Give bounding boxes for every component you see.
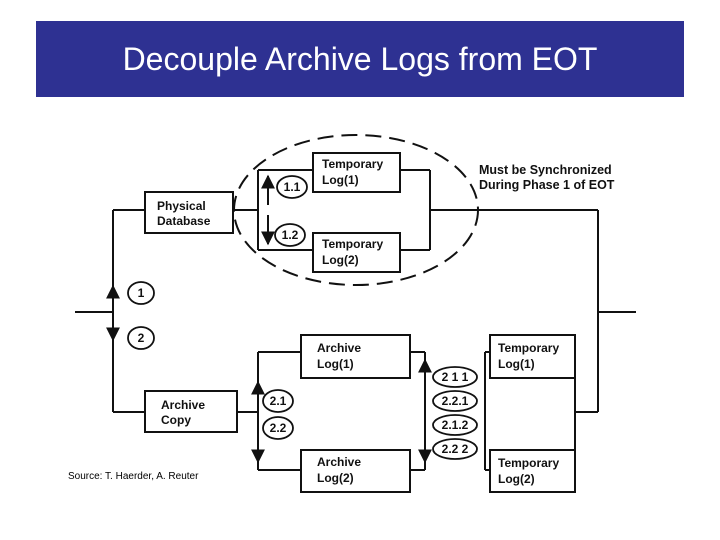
temp-log-1-right-label-line1: Temporary bbox=[498, 341, 559, 355]
step-circle-1 bbox=[127, 281, 155, 305]
temp-log-1-top-label-line2: Log(1) bbox=[322, 173, 359, 187]
temp-log-2-right-label-line1: Temporary bbox=[498, 456, 559, 470]
step-circle-2 bbox=[127, 326, 155, 350]
step-label-2-1: 2.1 bbox=[270, 394, 287, 408]
sync-note-line2: During Phase 1 of EOT bbox=[479, 178, 615, 192]
step-circle-2-1 bbox=[262, 389, 294, 413]
archive-log-2-label-line1: Archive bbox=[317, 455, 361, 469]
archive-log-2-box bbox=[300, 449, 411, 493]
temp-log-2-top-label-line2: Log(2) bbox=[322, 253, 359, 267]
physical-database-box bbox=[144, 191, 234, 234]
step-circle-2-2-2 bbox=[432, 438, 478, 460]
step-label-2-2: 2.2 bbox=[270, 421, 287, 435]
step-label-2-1-2: 2.1.2 bbox=[442, 418, 469, 432]
temp-log-2-top-box bbox=[312, 232, 401, 273]
archive-copy-box bbox=[144, 390, 238, 433]
physical-database-label-line2: Database bbox=[157, 214, 211, 228]
sync-note-line1: Must be Synchronized bbox=[479, 163, 612, 177]
step-circle-2-1-2 bbox=[432, 414, 478, 436]
slide-title: Decouple Archive Logs from EOT bbox=[122, 40, 598, 77]
title-bar: Decouple Archive Logs from EOT bbox=[36, 21, 684, 97]
step-circle-2-2-1 bbox=[432, 390, 478, 412]
step-label-1-1: 1.1 bbox=[284, 180, 301, 194]
temp-log-2-top-label-line1: Temporary bbox=[322, 237, 383, 251]
step-label-2-1-1: 2 1 1 bbox=[442, 370, 469, 384]
archive-log-1-label-line2: Log(1) bbox=[317, 357, 354, 371]
temp-log-1-right-box bbox=[489, 334, 576, 379]
temp-log-1-top-label-line1: Temporary bbox=[322, 157, 383, 171]
step-circle-1-1 bbox=[276, 175, 308, 199]
step-label-1-2: 1.2 bbox=[282, 228, 299, 242]
temp-log-2-right-label-line2: Log(2) bbox=[498, 472, 535, 486]
step-label-2-2-2: 2.2 2 bbox=[442, 442, 469, 456]
archive-copy-label-line2: Copy bbox=[161, 413, 191, 427]
step-label-2: 2 bbox=[138, 331, 145, 345]
archive-copy-label-line1: Archive bbox=[161, 398, 205, 412]
source-caption: Source: T. Haerder, A. Reuter bbox=[68, 471, 199, 482]
temp-log-2-right-box bbox=[489, 449, 576, 493]
step-label-2-2-1: 2.2.1 bbox=[442, 394, 469, 408]
archive-log-1-label-line1: Archive bbox=[317, 341, 361, 355]
temp-log-1-top-box bbox=[312, 152, 401, 193]
archive-log-1-box bbox=[300, 334, 411, 379]
step-circle-2-1-1 bbox=[432, 366, 478, 388]
temp-log-1-right-label-line2: Log(1) bbox=[498, 357, 535, 371]
archive-log-2-label-line2: Log(2) bbox=[317, 471, 354, 485]
step-circle-1-2 bbox=[274, 223, 306, 247]
physical-database-label-line1: Physical bbox=[157, 199, 206, 213]
step-circle-2-2 bbox=[262, 416, 294, 440]
step-label-1: 1 bbox=[138, 286, 145, 300]
